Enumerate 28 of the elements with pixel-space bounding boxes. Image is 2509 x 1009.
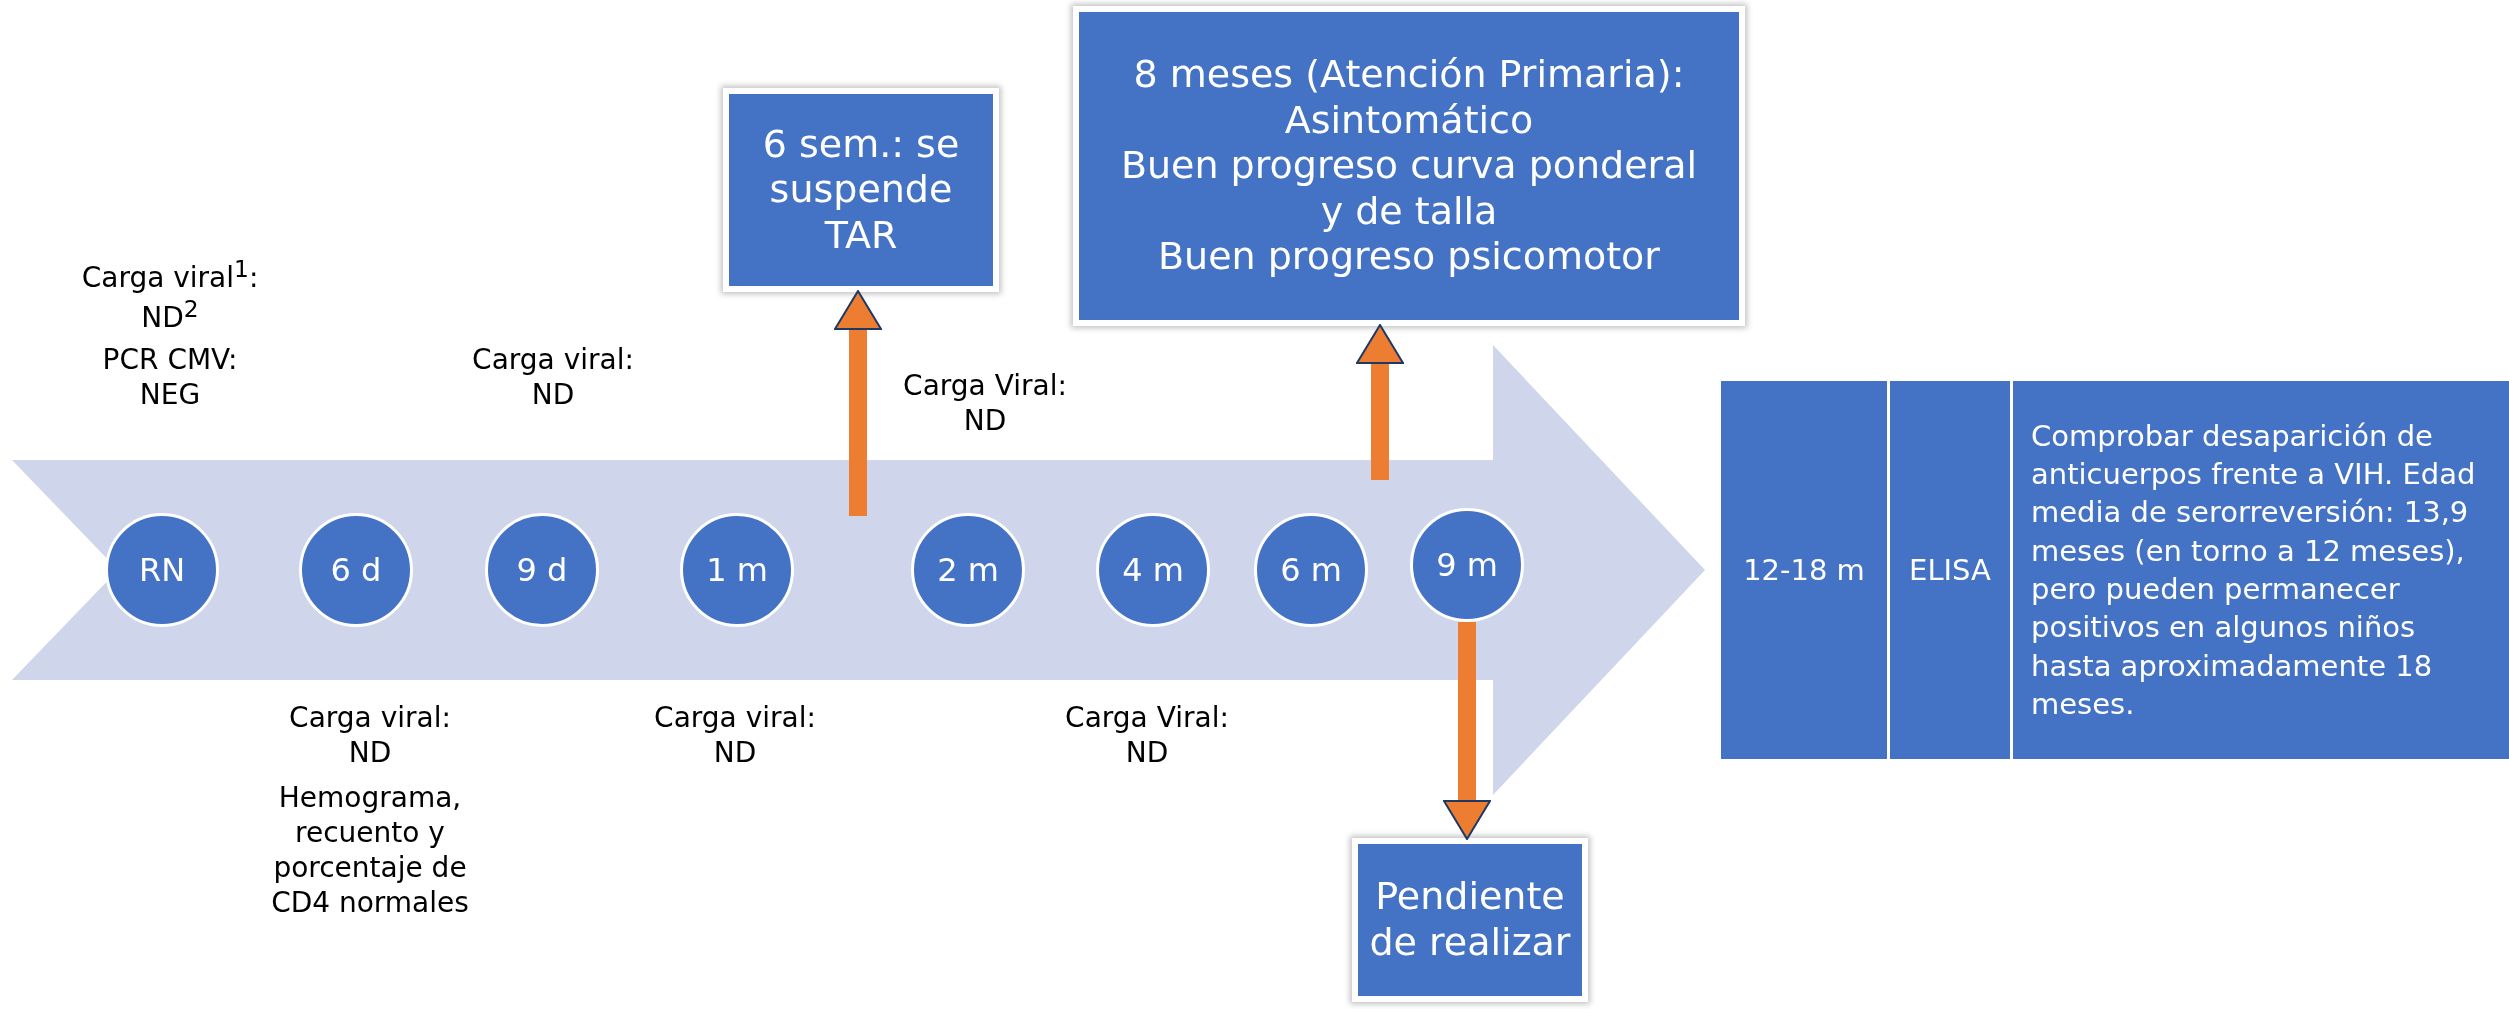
arrow — [1356, 324, 1404, 480]
time-label: 6 m — [1280, 551, 1342, 589]
time-label: 1 m — [706, 551, 768, 589]
box-text: Buen progreso psicomotor — [1158, 234, 1660, 280]
time-label: 4 m — [1122, 551, 1184, 589]
annotation-text: Carga Viral: ND — [1064, 700, 1230, 770]
annotation-text: Carga viral: ND — [653, 700, 817, 770]
table-cell: 12-18 m — [1721, 381, 1887, 759]
table-cell: Comprobar desaparición de anticuerpos frente a VIH. Edad media de serorreversión: 13,9 meses (en torno a 12 meses), pero pueden permanecer positivos en algunos niños hasta aproximadamente 18 meses. — [2010, 381, 2509, 759]
annotation-text: PCR CMV: NEG — [101, 342, 239, 412]
time-label: RN — [138, 551, 186, 589]
box-heading: 6 sem.: se suspende TAR — [761, 121, 961, 259]
annotation-text: Carga viral$^{1}$: ND$^{2}$ — [80, 255, 260, 336]
annotation-text: Carga viral: ND — [288, 700, 452, 770]
table-cell: ELISA — [1887, 381, 2010, 759]
box-heading: Pendiente de realizar — [1368, 874, 1572, 966]
arrow — [1443, 622, 1491, 840]
time-label: 2 m — [937, 551, 999, 589]
box-text: Buen progreso curva ponderal y de talla — [1119, 143, 1699, 235]
time-label: 9 m — [1436, 546, 1498, 584]
annotation-text: Hemograma, recuento y porcentaje de CD4 normales — [270, 780, 470, 920]
arrow — [834, 290, 882, 516]
box-heading: 8 meses (Atención Primaria): — [1133, 52, 1685, 98]
time-label: 9 d — [516, 551, 568, 589]
annotation-text: Carga viral: ND — [471, 342, 635, 412]
time-label: 6 d — [330, 551, 382, 589]
box-text: Asintomático — [1284, 97, 1534, 144]
annotation-text: Carga Viral: ND — [902, 368, 1068, 438]
